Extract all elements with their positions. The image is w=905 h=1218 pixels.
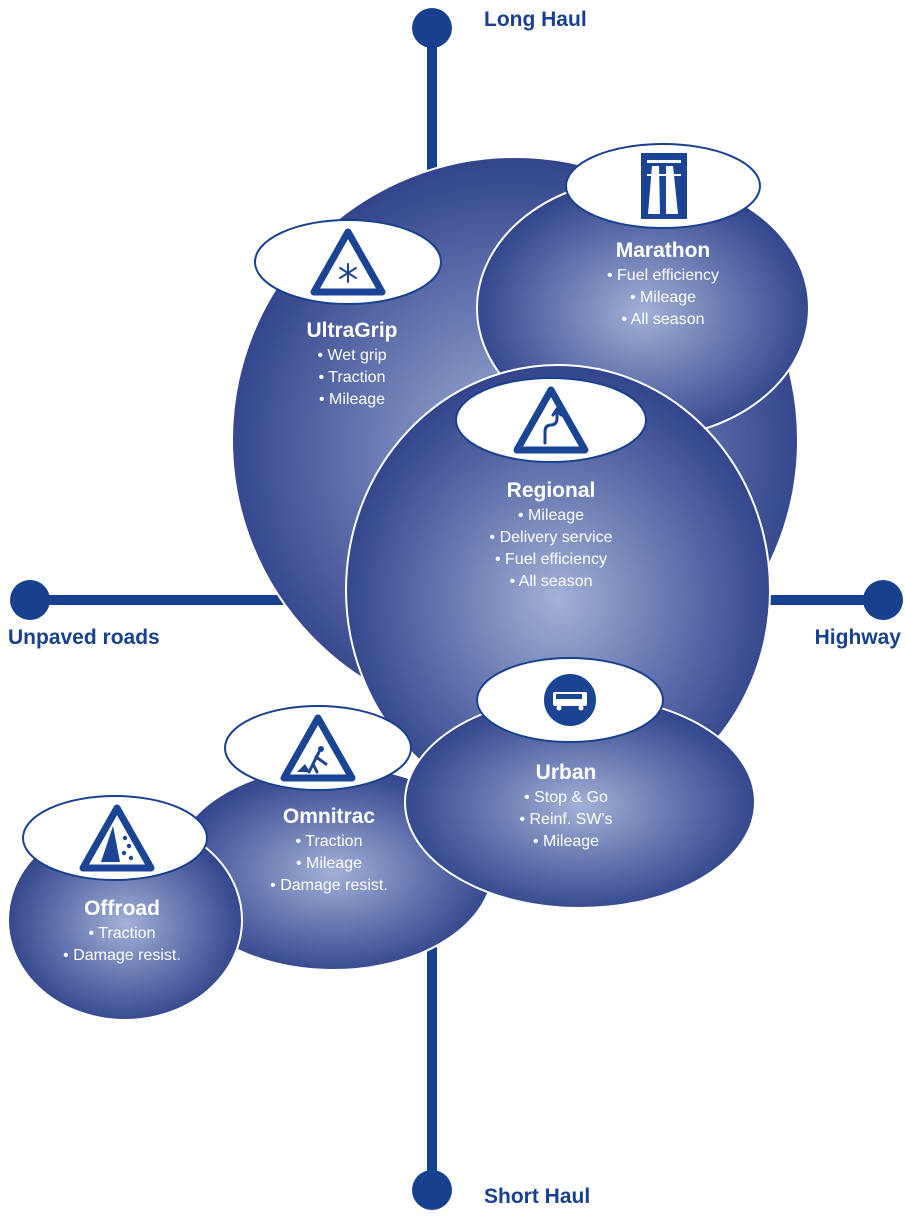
feature-list: • Fuel efficiency • Mileage • All season [563, 265, 763, 331]
feature-item: • Damage resist. [63, 947, 181, 964]
feature-item: • Stop & Go [524, 789, 608, 806]
segment-title: Regional [506, 479, 596, 502]
bus-sign-icon [542, 672, 598, 728]
snow-warning-sign-icon [310, 228, 386, 296]
feature-item: • Fuel efficiency [606, 267, 720, 284]
axis-end-left [10, 580, 50, 620]
feature-item: • All season [509, 573, 593, 590]
offroad-sign-oval [22, 795, 208, 881]
axis-label-left: Unpaved roads [8, 626, 160, 649]
feature-list: • Traction • Mileage • Damage resist. [229, 831, 429, 897]
urban-sign-oval [476, 657, 664, 743]
motorway-sign-icon [641, 153, 687, 219]
feature-item: • Traction [88, 925, 156, 942]
marathon-sign-oval [565, 143, 761, 229]
feature-item: • Mileage [629, 289, 697, 306]
winding-road-sign-icon [513, 386, 589, 454]
feature-item: • Delivery service [489, 529, 613, 546]
roadworks-sign-icon [280, 714, 356, 782]
omnitrac-sign-oval [224, 705, 412, 791]
feature-list: • Wet grip • Traction • Mileage [252, 345, 452, 411]
segment-omnitrac: Omnitrac • Traction • Mileage • Damage r… [229, 804, 429, 897]
feature-item: • Reinf. SW's [519, 811, 613, 828]
axis-end-top [412, 8, 452, 48]
feature-item: • Wet grip [317, 347, 387, 364]
feature-item: • Traction [295, 833, 363, 850]
feature-list: • Mileage • Delivery service • Fuel effi… [451, 505, 651, 593]
feature-item: • All season [621, 311, 705, 328]
feature-item: • Traction [318, 369, 386, 386]
segment-regional: Regional • Mileage • Delivery service • … [451, 478, 651, 593]
segment-marathon: Marathon • Fuel efficiency • Mileage • A… [563, 238, 763, 331]
feature-list: • Traction • Damage resist. [22, 923, 222, 967]
feature-item: • Fuel efficiency [494, 551, 608, 568]
axis-end-right [863, 580, 903, 620]
segment-ultragrip: UltraGrip • Wet grip • Traction • Mileag… [252, 318, 452, 411]
falling-rocks-sign-icon [79, 804, 155, 872]
axis-label-top: Long Haul [484, 8, 587, 31]
segment-title: Omnitrac [282, 805, 376, 828]
segment-offroad: Offroad • Traction • Damage resist. [22, 896, 222, 967]
segment-title: UltraGrip [306, 319, 398, 342]
regional-sign-oval [455, 377, 647, 463]
segment-urban: Urban • Stop & Go • Reinf. SW's • Mileag… [466, 760, 666, 853]
feature-item: • Mileage [318, 391, 386, 408]
feature-item: • Mileage [517, 507, 585, 524]
segment-title: Urban [535, 761, 597, 784]
feature-item: • Mileage [532, 833, 600, 850]
segment-title: Marathon [615, 239, 711, 262]
ultragrip-sign-oval [254, 219, 442, 305]
axis-label-bottom: Short Haul [484, 1185, 591, 1208]
feature-item: • Mileage [295, 855, 363, 872]
segment-title: Offroad [84, 897, 160, 920]
axis-label-right: Highway [814, 626, 901, 649]
feature-item: • Damage resist. [270, 877, 388, 894]
axis-end-bottom [412, 1170, 452, 1210]
feature-list: • Stop & Go • Reinf. SW's • Mileage [466, 787, 666, 853]
